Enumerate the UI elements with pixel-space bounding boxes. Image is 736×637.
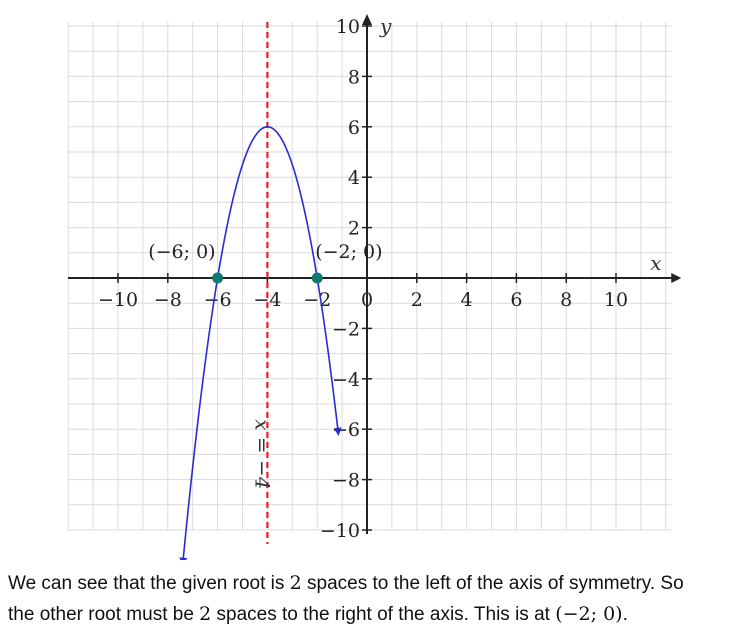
x-axis-arrow-icon — [671, 273, 682, 283]
y-tick-label: 8 — [348, 66, 360, 88]
y-tick-label: −2 — [332, 318, 360, 340]
curve-arrow-right — [333, 427, 342, 436]
root-point-marker — [311, 272, 323, 284]
root-point-label: (−6; 0) — [148, 241, 215, 263]
root-points: (−6; 0) (−2; 0) — [148, 241, 383, 284]
x-tick-label: −2 — [303, 289, 331, 311]
caption-line-2: the other root must be 2 spaces to the r… — [8, 599, 728, 630]
caption-number: 2 — [289, 572, 302, 594]
caption-point: (−2; 0) — [555, 603, 623, 625]
axes — [68, 14, 682, 534]
caption-line-1: We can see that the given root is 2 spac… — [8, 568, 728, 599]
x-tick-label: 8 — [560, 289, 572, 311]
y-tick-label: −4 — [332, 369, 360, 391]
explanation-text: We can see that the given root is 2 spac… — [8, 568, 728, 630]
curve-arrow-left — [179, 557, 188, 560]
grid-lines — [67, 22, 672, 531]
caption-number: 2 — [199, 603, 212, 625]
x-tick-label: 6 — [510, 289, 522, 311]
x-tick-label: 4 — [461, 289, 473, 311]
y-tick-label: 4 — [348, 167, 360, 189]
x-tick-label: −6 — [204, 289, 232, 311]
caption-text: the other root must be — [8, 604, 200, 625]
y-tick-label: 10 — [336, 16, 360, 38]
parabola-curve — [182, 125, 340, 560]
root-point-marker — [212, 272, 224, 284]
x-tick-label: 2 — [411, 289, 423, 311]
root-point-label: (−2; 0) — [315, 241, 382, 263]
x-tick-label: 10 — [604, 289, 628, 311]
y-tick-label: −8 — [332, 470, 360, 492]
caption-text: spaces to the left of the axis of symmet… — [301, 573, 684, 594]
x-axis-label: x — [650, 251, 661, 275]
axis-of-symmetry-label: x = −4 — [250, 419, 274, 489]
x-tick-label: −8 — [154, 289, 182, 311]
y-tick-label: −10 — [320, 520, 360, 542]
y-tick-label: 2 — [348, 218, 360, 240]
y-axis-label: y — [379, 14, 392, 38]
y-axis-arrow-icon — [362, 14, 372, 25]
y-tick-label: 6 — [348, 117, 360, 139]
x-tick-label: −4 — [253, 289, 281, 311]
x-tick-label: −10 — [98, 289, 138, 311]
caption-text: . — [622, 604, 628, 625]
caption-text: We can see that the given root is — [8, 573, 290, 594]
caption-text: spaces to the right of the axis. This is… — [211, 604, 556, 625]
y-tick-label: −6 — [332, 419, 360, 441]
x-tick-label: 0 — [361, 289, 373, 311]
